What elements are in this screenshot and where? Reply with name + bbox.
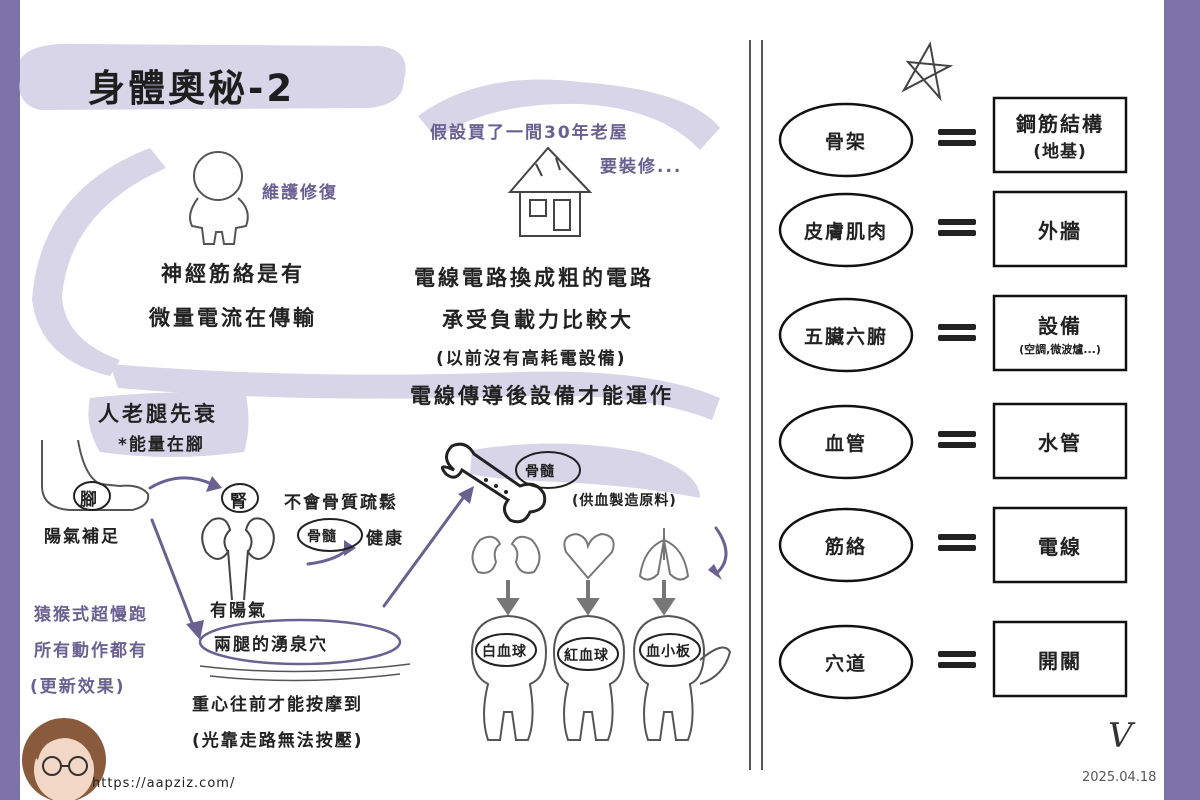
page-title: 身體奧秘-2 — [88, 67, 296, 110]
kidney-label: 腎 — [230, 492, 249, 512]
yongquan-circle — [198, 618, 402, 666]
cell-label-circles — [475, 633, 701, 671]
box-text: 外牆 — [1038, 218, 1082, 243]
house-icon — [507, 146, 593, 237]
oval-label-skin-muscle: 皮膚肌肉 — [803, 220, 888, 243]
kidney-label-circle — [221, 483, 259, 513]
person-icon — [189, 151, 249, 245]
foot-label-circle — [73, 481, 111, 511]
healthy-text: 健康 — [366, 529, 404, 549]
has-yang-text: 有陽氣 — [210, 601, 267, 621]
title-highlight — [19, 43, 406, 110]
bone-dots — [484, 478, 508, 494]
marrow-label-circle — [515, 451, 581, 489]
massage-line-2: (光靠走路無法按壓) — [192, 731, 364, 751]
foot-label: 腳 — [80, 490, 99, 510]
box-text: 電線 — [1038, 534, 1082, 559]
slow-run-line-2: 所有動作都有 — [34, 641, 148, 661]
marrow-circle-text: 骨髓 — [307, 529, 337, 545]
source-url: https://aapziz.com/ — [92, 776, 236, 791]
wiring-text-line-1: 電線電路換成粗的電路 — [414, 266, 654, 290]
kidney-icon — [201, 517, 275, 601]
nerve-text-line-2: 微量電流在傳輸 — [149, 306, 317, 330]
legs-title-line-2: *能量在腳 — [118, 435, 205, 455]
equals-sign — [938, 214, 976, 241]
box-text: 設備 — [1038, 313, 1082, 338]
ribbon-highlight-bottom — [110, 364, 720, 420]
wiring-text-line-2: 承受負載力比較大 — [442, 308, 634, 332]
yongquan-text: 兩腿的湧泉穴 — [214, 635, 328, 655]
equals-sign — [938, 646, 976, 673]
box-subtext: (地基) — [1033, 142, 1087, 162]
cell-label-white: 白血球 — [482, 644, 527, 660]
wiring-text-line-4: 電線傳導後設備才能運作 — [410, 384, 674, 408]
equals-sign — [938, 426, 976, 453]
yang-supply-text: 陽氣補足 — [44, 527, 120, 547]
maintain-label: 維護修復 — [262, 183, 338, 203]
avatar — [22, 718, 106, 800]
box-subtext: (空調,微波爐...) — [1019, 342, 1101, 356]
oval-label-skeleton: 骨架 — [824, 130, 867, 153]
box-text: 鋼筋結構 — [1016, 112, 1104, 136]
equals-sign — [938, 529, 976, 556]
house-caption-line-2: 要裝修... — [600, 157, 683, 177]
ribbon-highlight — [418, 79, 720, 150]
marrow-note: (供血製造原料) — [572, 493, 677, 509]
foot-icon — [41, 439, 150, 511]
no-osteoporosis-text: 不會骨質疏鬆 — [284, 493, 398, 513]
equals-sign — [938, 124, 976, 151]
healthy-marrow-circle — [297, 518, 363, 552]
ribbon-highlight-left — [32, 148, 166, 376]
bone-icon — [440, 442, 547, 524]
massage-line-1: 重心往前才能按摩到 — [192, 695, 363, 715]
marrow-label: 骨髓 — [525, 464, 555, 480]
wiring-text-line-3: (以前沒有高耗電設備) — [436, 349, 627, 369]
star-doodle — [901, 41, 954, 102]
cell-label-red: 紅血球 — [564, 648, 609, 664]
box-equipment: 設備 (空調,微波爐...) — [994, 296, 1126, 370]
yongquan-underline — [199, 663, 411, 682]
box-text: 水管 — [1038, 430, 1082, 455]
box-exterior-wall: 外牆 — [994, 192, 1126, 266]
date-stamp: 2025.04.18 — [1082, 770, 1157, 785]
organ-icons — [471, 528, 690, 581]
legs-title-line-1: 人老腿先衰 — [98, 402, 218, 426]
right-shapes — [778, 96, 1128, 700]
signature-mark: V — [1108, 716, 1133, 756]
slow-run-line-1: 猿猴式超慢跑 — [34, 605, 148, 625]
oval-label-organs: 五臟六腑 — [803, 325, 888, 348]
cell-label-platelet: 血小板 — [646, 644, 691, 660]
box-switch: 開關 — [994, 622, 1126, 696]
box-water-pipe: 水管 — [994, 404, 1126, 478]
house-caption-line-1: 假設買了一間30年老屋 — [430, 123, 629, 143]
equals-sign — [938, 319, 976, 346]
box-text: 開關 — [1038, 648, 1082, 673]
oval-label-acupoints: 穴道 — [824, 652, 867, 675]
nerve-text-line-1: 神經筋絡是有 — [161, 262, 305, 286]
down-arrows — [496, 580, 676, 616]
slow-run-line-3: (更新效果) — [30, 677, 126, 697]
box-electric-wire: 電線 — [994, 508, 1126, 582]
oval-label-blood-vessels: 血管 — [824, 432, 867, 455]
oval-label-meridians: 筋絡 — [824, 535, 867, 558]
legs-highlight — [88, 392, 249, 457]
cell-characters — [470, 614, 732, 741]
box-rebar-structure: 鋼筋結構 (地基) — [994, 98, 1126, 172]
